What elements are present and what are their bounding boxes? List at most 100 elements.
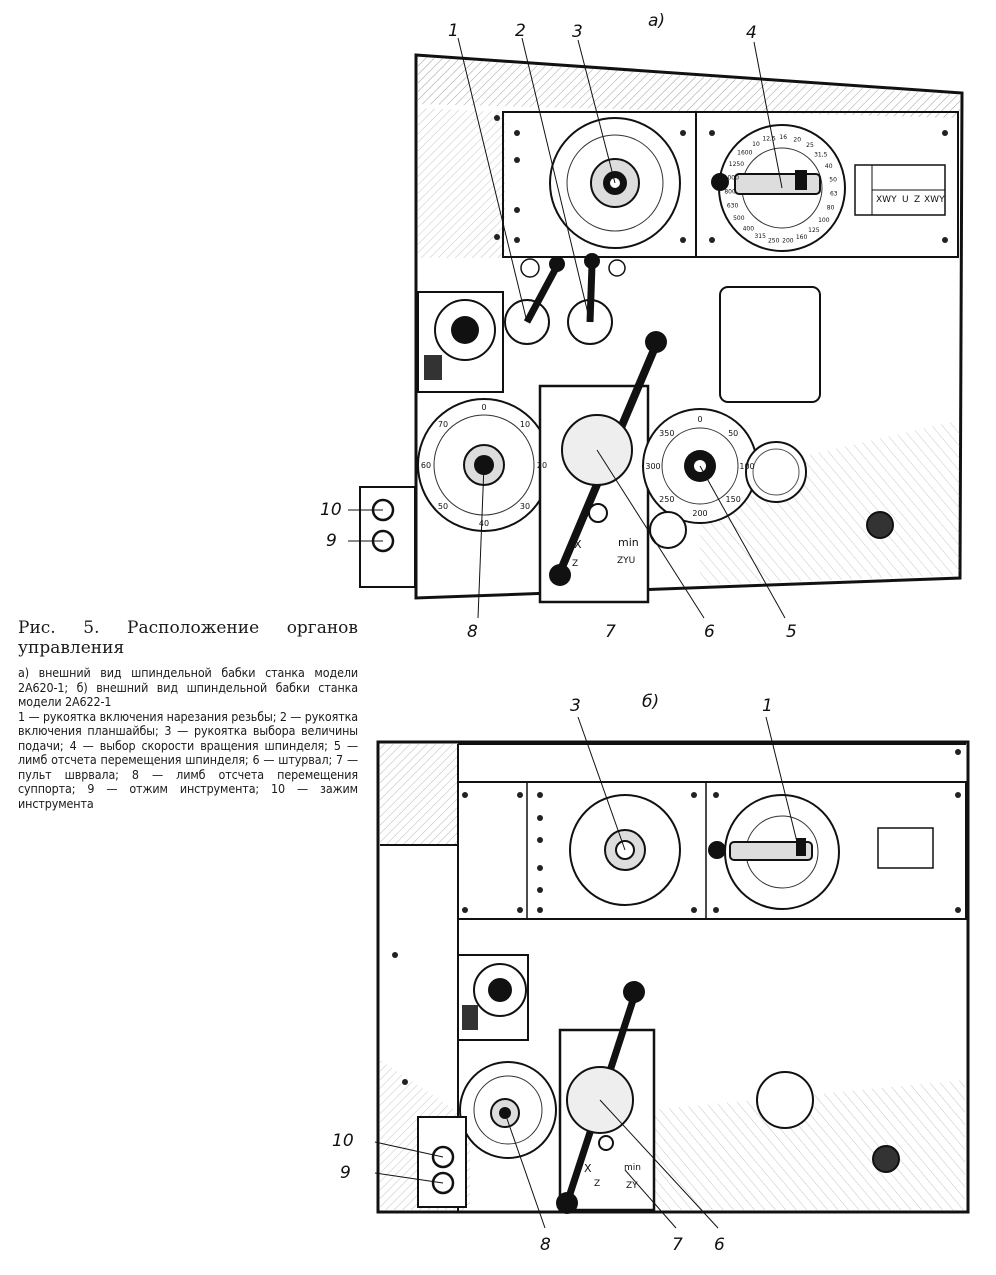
faceplate-lever-2-a[interactable]: [567, 253, 626, 345]
callout-4-a: 4: [746, 23, 757, 43]
callout-1-b: 1: [762, 696, 773, 716]
figure-legend-views: а) внешний вид шпиндельной бабки станка …: [18, 665, 358, 709]
carriage-dial-label: 60: [421, 461, 431, 470]
pendant-min-b: min: [624, 1163, 641, 1173]
top-shading-a: [418, 57, 960, 118]
upper-panel-b: [457, 781, 967, 920]
clamp-indicator-b: [462, 1005, 478, 1030]
callout-8-a: 8: [467, 622, 478, 642]
speed-dial-label: 800: [724, 188, 736, 195]
callout-3-a: 3: [572, 22, 583, 42]
speed-dial-label: 31,5: [814, 151, 828, 158]
gauge-b: [756, 1071, 814, 1129]
speed-dial-label: 63: [830, 191, 838, 198]
carriage-dial-label: 20: [537, 461, 547, 470]
pendant-x-a: X: [574, 538, 582, 551]
clamp-dial-hub-b: [488, 978, 512, 1002]
carriage-dial-8-b[interactable]: [459, 1061, 557, 1159]
pendant-x-b: X: [584, 1162, 592, 1175]
oil-sight-a: [649, 511, 687, 549]
leader-lines-b: [374, 716, 799, 1229]
spindle-dial-label: 50: [728, 429, 738, 438]
bottom-right-shading-a: [700, 420, 960, 585]
plate-text-3: Z: [914, 195, 920, 205]
plate-text-4: XWY: [924, 195, 945, 205]
left-shading-a: [418, 108, 505, 258]
view-b-tag: б): [642, 692, 659, 712]
speed-knob-a[interactable]: [711, 173, 729, 191]
callout-10-b: 10: [332, 1131, 354, 1151]
speed-dial-label: 630: [727, 202, 739, 209]
carriage-dial-label: 10: [520, 420, 530, 429]
speed-dial-label: 20: [793, 136, 801, 143]
view-b-headstock: б): [332, 692, 970, 1255]
leader-lines-a: [348, 37, 786, 619]
callout-7-a: 7: [605, 622, 616, 642]
carriage-dial-label: 30: [520, 502, 530, 511]
spindle-speed-dial-b[interactable]: [708, 794, 840, 910]
callout-10-a: 10: [320, 500, 342, 520]
callout-9-a: 9: [326, 531, 337, 551]
speed-dial-label: 125: [808, 227, 820, 234]
speed-dial-label: 16: [779, 134, 787, 141]
speed-dial-label: 80: [827, 205, 835, 212]
plate-text-2: U: [902, 195, 909, 205]
pendant-z-b: Z: [594, 1179, 600, 1189]
small-handwheel-a[interactable]: [866, 511, 894, 539]
pendant-z-a: Z: [572, 559, 578, 569]
view-a-headstock: а): [320, 11, 964, 642]
left-top-shading-b: [380, 744, 458, 844]
carriage-dial-label: 70: [438, 420, 448, 429]
clamp-indicator-a: [424, 355, 442, 380]
figure-title: Рис. 5. Расположение органов управления: [18, 618, 358, 658]
speed-dial-label: 1250: [729, 161, 744, 168]
upper-panel-a: [502, 111, 959, 258]
gauge-a: [745, 441, 807, 503]
speed-dial-label: 12,5: [762, 136, 776, 143]
callout-1-a: 1: [448, 21, 459, 41]
speed-dial-label: 1600: [737, 150, 752, 157]
speed-plate-b: [877, 827, 934, 869]
carriage-dial-label: 0: [481, 403, 486, 412]
panel-screws-a: [494, 115, 948, 243]
gauge-inner-a: [752, 448, 800, 496]
speed-dial-label: 1000: [724, 174, 739, 181]
spindle-dial-label: 200: [692, 509, 707, 518]
callout-8-b: 8: [540, 1235, 551, 1255]
small-handwheel-b[interactable]: [872, 1145, 900, 1173]
pendant-button-b[interactable]: [598, 1135, 614, 1151]
figure-legend: а) внешний вид шпиндельной бабки станка …: [18, 665, 358, 811]
plate-text-1: XWY: [876, 195, 897, 205]
callout-5-a: 5: [786, 622, 797, 642]
callout-7-b: 7: [672, 1235, 683, 1255]
speed-dial-label: 160: [796, 234, 808, 241]
view-a-tag: а): [648, 11, 665, 31]
speed-plate-a: [854, 164, 946, 216]
speed-dial-label: 100: [818, 217, 830, 224]
spindle-dial-label: 150: [726, 495, 741, 504]
speed-dial-label: 40: [825, 163, 833, 170]
clamp-dial-hub-a: [451, 316, 479, 344]
speed-dial-label: 315: [754, 233, 766, 240]
speed-dial-label: 25: [806, 142, 814, 149]
speed-dial-label: 250: [768, 237, 780, 244]
callout-3-b: 3: [570, 696, 581, 716]
dial-scale-labels: 0501001502002503003500102030405060701012…: [421, 134, 838, 528]
callout-6-b: 6: [714, 1235, 725, 1255]
figure-caption: Рис. 5. Расположение органов управления …: [18, 618, 358, 811]
spindle-dial-label: 250: [659, 495, 674, 504]
speed-dial-label: 10: [752, 141, 760, 148]
pendant-zyu-a: ZYU: [617, 556, 635, 566]
spindle-dial-label: 100: [739, 462, 754, 471]
access-cover-a: [719, 286, 821, 403]
pendant-button-a[interactable]: [588, 503, 608, 523]
callout-6-a: 6: [704, 622, 715, 642]
speed-dial-label: 400: [743, 226, 755, 233]
spindle-dial-label: 300: [645, 462, 660, 471]
carriage-dial-label: 40: [479, 519, 489, 528]
speed-dial-label: 50: [829, 177, 837, 184]
spindle-dial-label: 350: [659, 429, 674, 438]
callout-2-a: 2: [515, 21, 526, 41]
panel-screws-b: [392, 749, 961, 1085]
